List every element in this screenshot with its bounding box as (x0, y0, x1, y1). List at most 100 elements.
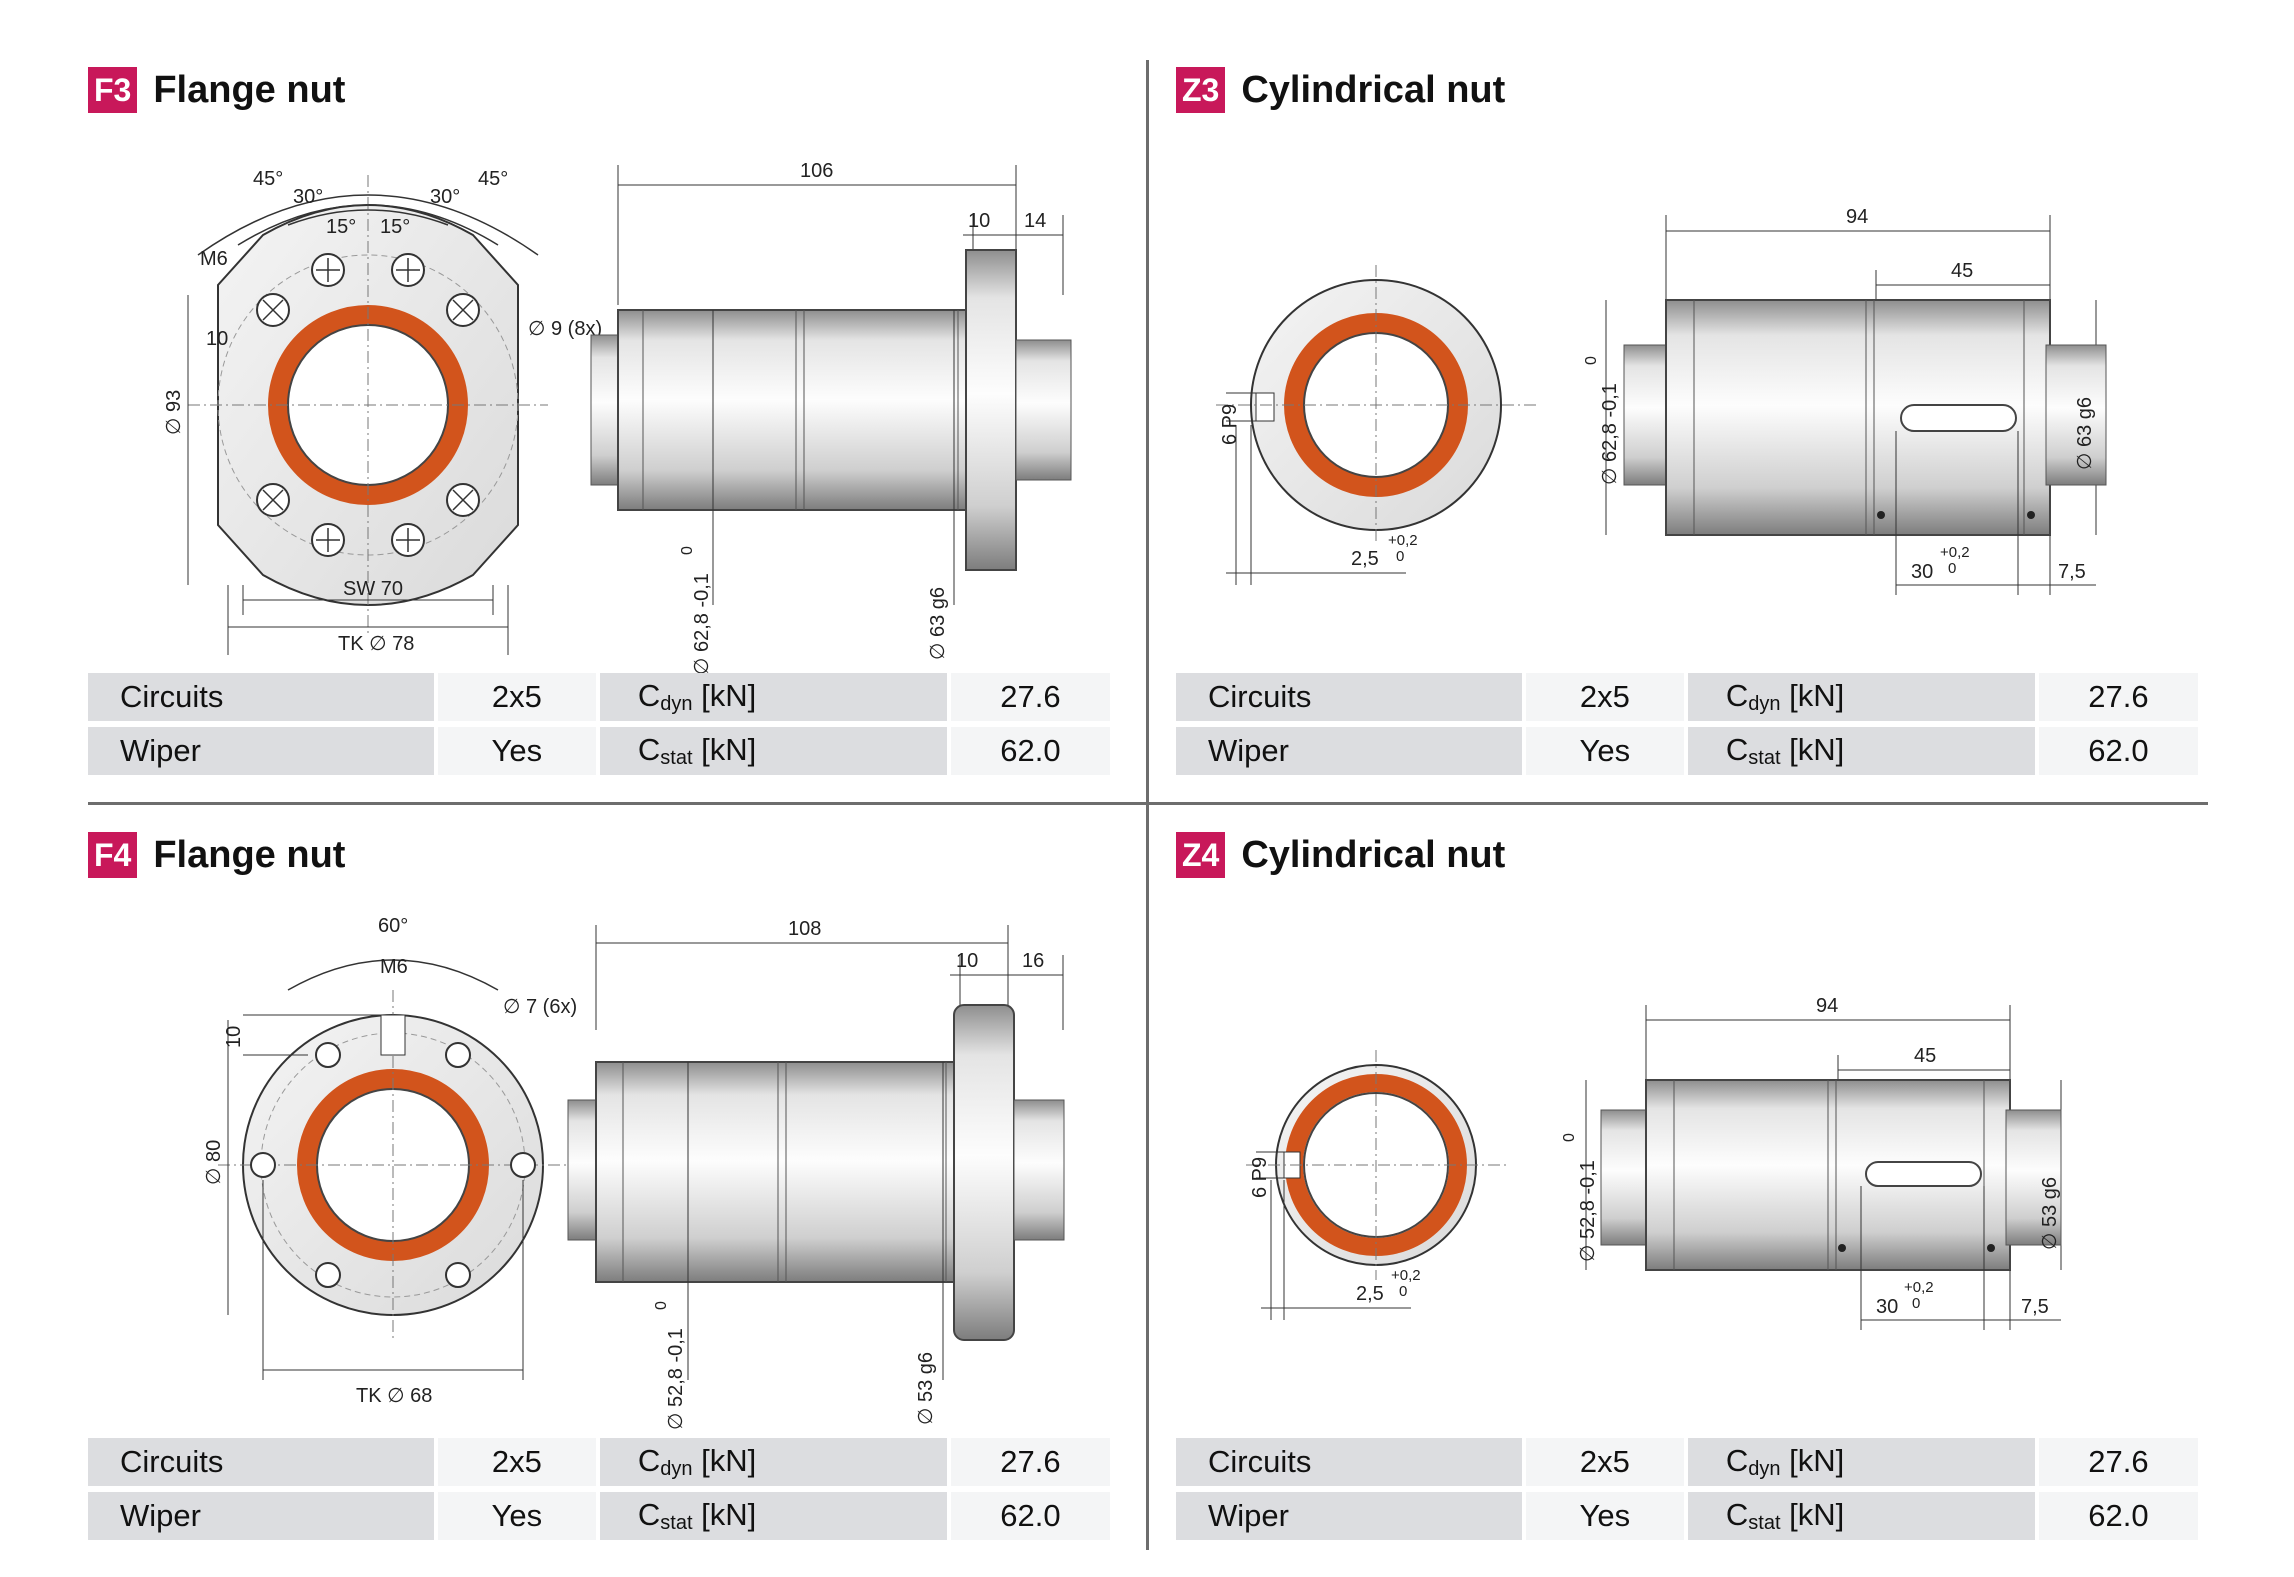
dim-slot-tol: +0,2 (1904, 1279, 1934, 1296)
section-code: Z3 (1176, 67, 1226, 113)
dim-holes: ∅ 7 (6x) (503, 996, 577, 1018)
dim-w2: 14 (1024, 210, 1046, 232)
cdyn-c: C (637, 1443, 661, 1478)
section-header: F3 Flange nut (88, 65, 345, 115)
table-row: Wiper Yes Cstat [kN] 62.0 (1176, 1492, 2198, 1540)
dim-w1: 10 (956, 950, 978, 972)
circuits-label: Circuits (1176, 673, 1522, 721)
dim-length: 94 (1846, 206, 1868, 228)
cstat-value: 62.0 (2038, 727, 2198, 775)
cstat-sub: stat (1748, 747, 1781, 769)
dim-body-diameter-sup: 0 (679, 546, 696, 555)
dim-angle-45-right: 45° (478, 168, 508, 190)
cstat-unit: [kN] (1780, 732, 1845, 767)
cdyn-unit: [kN] (1780, 1443, 1845, 1478)
circuits-value: 2x5 (1525, 673, 1684, 721)
dim-k1: 2,5 (1356, 1283, 1384, 1305)
section-title: Flange nut (153, 833, 346, 876)
cstat-value: 62.0 (950, 1492, 1110, 1540)
cstat-label: Cstat [kN] (1687, 727, 2035, 775)
cdyn-sub: dyn (1748, 1458, 1781, 1480)
dim-k1-tol: +0,2 (1388, 532, 1418, 549)
section-title: Flange nut (153, 68, 346, 111)
dim-body-diameter-sup: 0 (653, 1301, 670, 1310)
circuits-label: Circuits (88, 1438, 434, 1486)
cdyn-sub: dyn (1748, 693, 1781, 715)
cdyn-label: Cdyn [kN] (1687, 1438, 2035, 1486)
cdyn-sub: dyn (660, 693, 693, 715)
section-header: F4 Flange nut (88, 830, 345, 880)
cstat-c: C (1725, 732, 1749, 767)
cstat-c: C (1725, 1497, 1749, 1532)
dim-slot-tol: +0,2 (1940, 544, 1970, 561)
cstat-sub: stat (660, 1512, 693, 1534)
cdyn-value: 27.6 (2038, 673, 2198, 721)
circuits-value: 2x5 (437, 1438, 596, 1486)
cdyn-value: 27.6 (950, 1438, 1110, 1486)
dim-thread: M6 (200, 248, 228, 270)
table-row: Circuits 2x5 Cdyn [kN] 27.6 (88, 1438, 1110, 1486)
section-z4: Z4 Cylindrical nut 6 P9 2,5 +0,2 0 (1176, 820, 2266, 1560)
cstat-c: C (637, 1497, 661, 1532)
section-f4: F4 Flange nut 60° M6 ∅ 7 (6x) (88, 820, 1178, 1560)
wiper-value: Yes (437, 1492, 596, 1540)
circuits-value: 2x5 (437, 673, 596, 721)
wiper-value: Yes (1525, 1492, 1684, 1540)
dim-k1-tol-0: 0 (1399, 1283, 1407, 1300)
table-row: Wiper Yes Cstat [kN] 62.0 (88, 1492, 1110, 1540)
front-view (1216, 265, 1536, 585)
dim-angle-45-left: 45° (253, 168, 283, 190)
section-z3: Z3 Cylindrical nut 6 P9 2,5 +0,2 0 (1176, 55, 2266, 795)
spec-table: Circuits 2x5 Cdyn [kN] 27.6 Wiper Yes Cs… (1172, 667, 2202, 781)
dim-end: 7,5 (2021, 1296, 2049, 1318)
dim-fit-diameter: ∅ 63 g6 (927, 587, 949, 660)
dim-height-10: 10 (206, 328, 228, 350)
dim-length: 108 (788, 918, 821, 940)
side-view (567, 925, 1065, 1380)
f3-drawing: 45° 30° 15° 15° 30° 45° M6 10 ∅ 9 (8x) ∅… (163, 160, 1072, 675)
dim-body-diameter-sup: 0 (1583, 356, 1600, 365)
dim-body-diameter: ∅ 52,8 -0,1 (665, 1328, 687, 1430)
circuits-label: Circuits (88, 673, 434, 721)
table-row: Wiper Yes Cstat [kN] 62.0 (88, 727, 1110, 775)
front-view (187, 175, 548, 655)
circuits-value: 2x5 (1525, 1438, 1684, 1486)
front-view (218, 959, 568, 1380)
wiper-value: Yes (437, 727, 596, 775)
cstat-sub: stat (660, 747, 693, 769)
dim-body-diameter: ∅ 62,8 -0,1 (691, 573, 713, 675)
dim-slot: 30 (1876, 1296, 1898, 1318)
dim-w2: 16 (1022, 950, 1044, 972)
wiper-label: Wiper (1176, 727, 1522, 775)
dim-body-diameter: ∅ 52,8 -0,1 (1577, 1160, 1599, 1262)
section-code: F4 (88, 832, 138, 878)
cdyn-unit: [kN] (1780, 678, 1845, 713)
horizontal-divider (88, 802, 2208, 805)
dim-height-10: 10 (223, 1026, 245, 1048)
circuits-label: Circuits (1176, 1438, 1522, 1486)
dim-body-diameter: ∅ 62,8 -0,1 (1599, 383, 1621, 485)
dim-k1-tol: +0,2 (1391, 1267, 1421, 1284)
z4-drawing: 6 P9 2,5 +0,2 0 94 45 (1246, 995, 2062, 1330)
dim-holes: ∅ 9 (8x) (528, 318, 602, 340)
dim-fit-diameter: ∅ 63 g6 (2074, 397, 2096, 470)
wiper-label: Wiper (88, 727, 434, 775)
vertical-divider (1146, 60, 1149, 1550)
f4-drawing: 60° M6 ∅ 7 (6x) 10 ∅ 80 TK ∅ 68 108 10 (203, 915, 1065, 1430)
cstat-unit: [kN] (692, 732, 757, 767)
cdyn-value: 27.6 (950, 673, 1110, 721)
dim-diameter: ∅ 80 (203, 1140, 225, 1185)
cstat-unit: [kN] (1780, 1497, 1845, 1532)
table-row: Circuits 2x5 Cdyn [kN] 27.6 (1176, 673, 2198, 721)
dim-k1-tol-0: 0 (1396, 548, 1404, 565)
cdyn-value: 27.6 (2038, 1438, 2198, 1486)
wiper-label: Wiper (1176, 1492, 1522, 1540)
cstat-c: C (637, 732, 661, 767)
z3-drawing: 6 P9 2,5 +0,2 0 94 45 (1216, 206, 2107, 595)
section-code: Z4 (1176, 832, 1226, 878)
wiper-label: Wiper (88, 1492, 434, 1540)
dim-fit-diameter: ∅ 53 g6 (915, 1352, 937, 1425)
cstat-sub: stat (1748, 1512, 1781, 1534)
cstat-value: 62.0 (950, 727, 1110, 775)
cdyn-c: C (1725, 678, 1749, 713)
